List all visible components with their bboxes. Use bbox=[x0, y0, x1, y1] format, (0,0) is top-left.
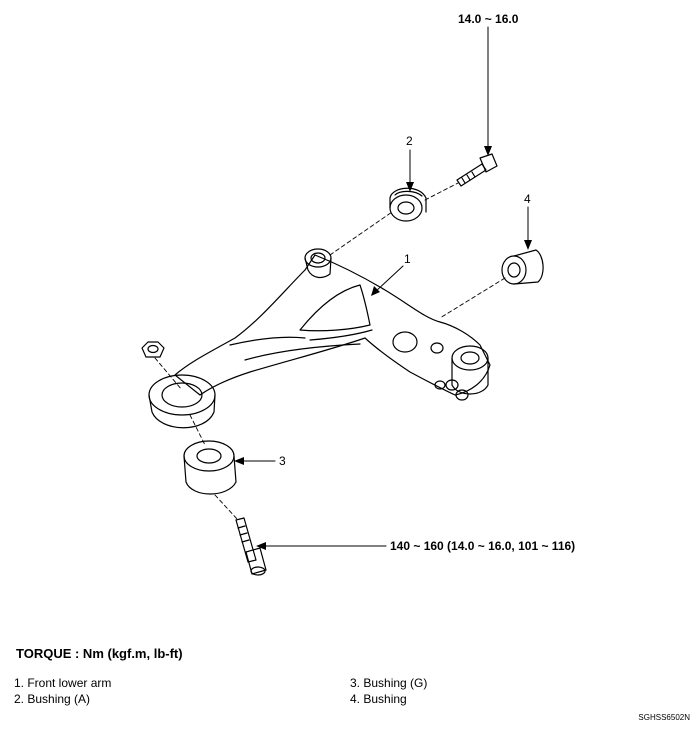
legend-item-2: 2. Bushing (A) bbox=[14, 692, 91, 706]
figure-code: SGHSS6502N bbox=[638, 713, 690, 722]
torque-label-top: 14.0 ~ 16.0 bbox=[458, 12, 519, 26]
callout-1: 1 bbox=[404, 252, 411, 266]
legend-item-1: 1. Front lower arm bbox=[14, 676, 112, 690]
legend-item-3: 3. Bushing (G) bbox=[350, 676, 428, 690]
callout-3: 3 bbox=[279, 454, 286, 468]
torque-title: TORQUE : Nm (kgf.m, lb-ft) bbox=[16, 646, 183, 661]
lower-arm-exploded-diagram bbox=[141, 26, 544, 576]
bushing-g bbox=[183, 440, 237, 495]
bolt-top bbox=[456, 153, 498, 187]
callout-4: 4 bbox=[524, 192, 531, 206]
torque-label-bottom: 140 ~ 160 (14.0 ~ 16.0, 101 ~ 116) bbox=[390, 539, 576, 553]
front-lower-arm bbox=[148, 248, 491, 429]
callout-2: 2 bbox=[406, 134, 413, 148]
legend-item-4: 4. Bushing bbox=[350, 692, 407, 706]
bushing-4 bbox=[501, 249, 544, 285]
bolt-bottom bbox=[235, 517, 267, 576]
nut-left bbox=[141, 341, 165, 358]
bushing-a bbox=[389, 187, 427, 222]
